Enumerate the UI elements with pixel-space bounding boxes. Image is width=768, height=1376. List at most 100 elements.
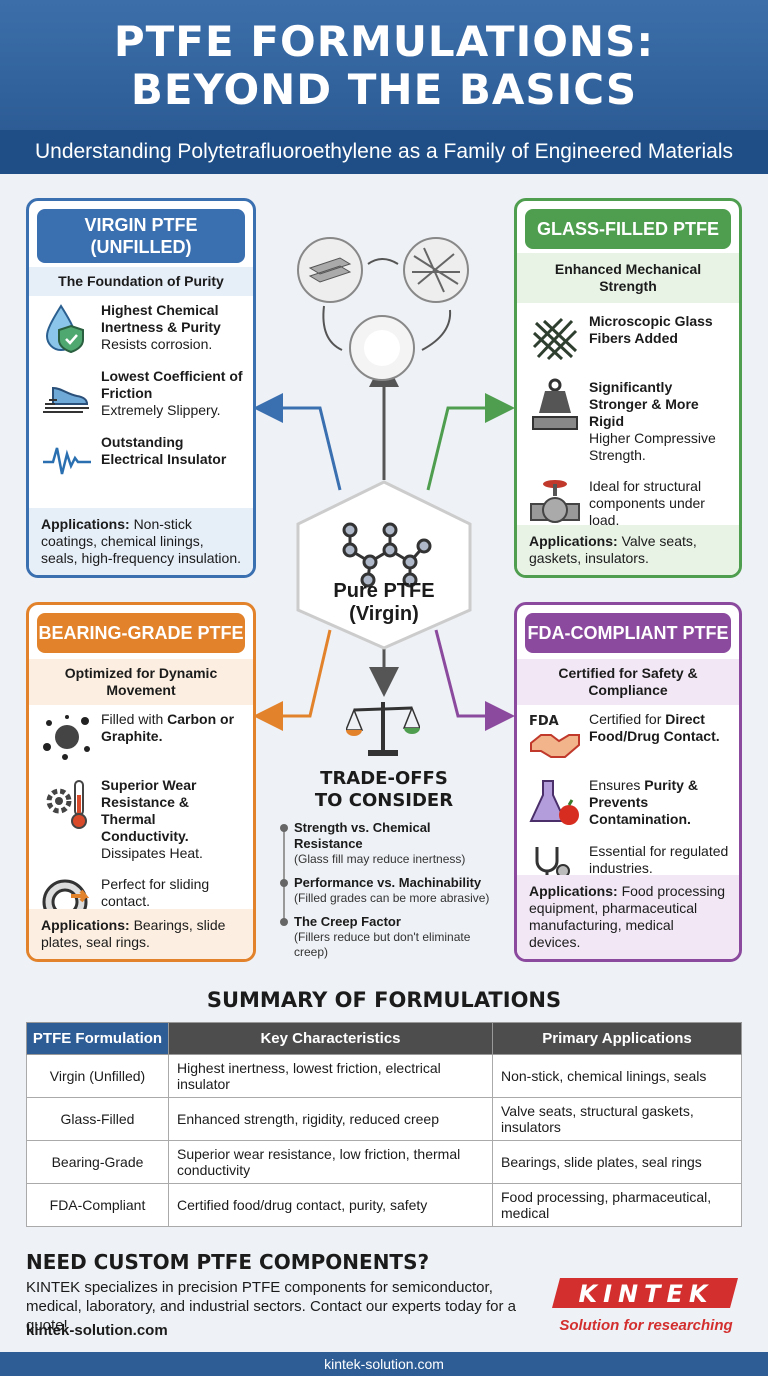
- glass-panel-title: GLASS-FILLED PTFE: [525, 209, 731, 249]
- bearing-item-filled: Filled with Carbon or Graphite.: [39, 711, 243, 763]
- balance-scale-icon: [346, 702, 420, 756]
- water-drop-shield-icon: [39, 302, 95, 354]
- applications-text: Bearings, slide plates, seal rings.: [41, 917, 226, 950]
- gear-thermometer-icon: [39, 777, 95, 829]
- fda-item-purity: Ensures Purity & Prevents Contamination.: [527, 777, 729, 829]
- table-cell: Certified food/drug contact, purity, saf…: [168, 1183, 493, 1227]
- fda-compliant-panel: FDA-COMPLIANT PTFE Certified for Safety …: [514, 602, 742, 962]
- item-bold: Outstanding Electrical Insulator: [101, 434, 227, 467]
- summary-table: PTFE Formulation Key Characteristics Pri…: [26, 1022, 742, 1227]
- column-header: Key Characteristics: [168, 1022, 493, 1055]
- bearing-panel-title: BEARING-GRADE PTFE: [37, 613, 245, 653]
- applications-text: Non-stick coatings, chemical linings, se…: [41, 516, 242, 566]
- tradeoff-note: (Fillers reduce but don't eliminate cree…: [294, 930, 471, 959]
- applications-label: Applications:: [41, 917, 130, 933]
- fda-item-contact: FDA Certified for Direct Food/Drug Conta…: [527, 711, 729, 763]
- virgin-item-insulator: Outstanding Electrical Insulator: [39, 434, 243, 486]
- applications-label: Applications:: [529, 533, 618, 549]
- glass-panel-subtitle: Enhanced Mechanical Strength: [517, 253, 739, 303]
- item-text: Dissipates Heat.: [101, 845, 203, 861]
- item-text: Higher Compressive Strength.: [589, 430, 716, 463]
- center-label-2: (Virgin): [349, 603, 419, 625]
- tradeoff-bold: Strength vs. Chemical Resistance: [294, 820, 431, 851]
- column-header: PTFE Formulation: [26, 1022, 169, 1055]
- table-cell: Virgin (Unfilled): [26, 1054, 169, 1098]
- bullet-dot: [280, 879, 288, 887]
- page-title: PTFE FORMULATIONS: BEYOND THE BASICS: [0, 0, 768, 114]
- applications-label: Applications:: [41, 516, 130, 532]
- item-prefix: Ensures: [589, 777, 641, 793]
- waveform-icon: [39, 434, 95, 486]
- table-header-row: PTFE Formulation Key Characteristics Pri…: [26, 1022, 742, 1055]
- table-cell: Glass-Filled: [26, 1097, 169, 1141]
- footer-link[interactable]: kintek-solution.com: [324, 1356, 444, 1372]
- virgin-ptfe-panel: VIRGIN PTFE (UNFILLED) The Foundation of…: [26, 198, 256, 578]
- tradeoff-bold: Performance vs. Machinability: [294, 875, 482, 890]
- item-bold: Significantly Stronger & More Rigid: [589, 379, 699, 429]
- tradeoffs-list: Strength vs. Chemical Resistance(Glass f…: [280, 820, 500, 968]
- virgin-panel-subtitle: The Foundation of Purity: [29, 267, 253, 296]
- valve-icon: [527, 478, 583, 530]
- tradeoffs-title-1: TRADE-OFFS: [320, 768, 448, 789]
- table-cell: Enhanced strength, rigidity, reduced cre…: [168, 1097, 493, 1141]
- table-cell: Superior wear resistance, low friction, …: [168, 1140, 493, 1184]
- glass-filled-panel: GLASS-FILLED PTFE Enhanced Mechanical St…: [514, 198, 742, 578]
- table-cell: Bearing-Grade: [26, 1140, 169, 1184]
- logo-tagline: Solution for researching: [559, 1317, 732, 1334]
- table-cell: FDA-Compliant: [26, 1183, 169, 1227]
- applications-text: Food processing equipment, pharmaceutica…: [529, 883, 726, 950]
- footer-bar: kintek-solution.com: [0, 1352, 768, 1376]
- pure-ptfe-hexagon: [296, 480, 472, 650]
- svg-text:FDA: FDA: [529, 714, 559, 729]
- bearing-grade-panel: BEARING-GRADE PTFE Optimized for Dynamic…: [26, 602, 256, 962]
- column-header: Primary Applications: [492, 1022, 742, 1055]
- glass-item-structural: Ideal for structural components under lo…: [527, 478, 729, 530]
- item-text: Perfect for sliding contact.: [101, 876, 210, 909]
- fda-panel-title: FDA-COMPLIANT PTFE: [525, 613, 731, 653]
- bullet-dot: [280, 824, 288, 832]
- flask-apple-icon: [527, 777, 583, 829]
- tradeoff-note: (Filled grades can be more abrasive): [294, 891, 490, 905]
- table-row: Glass-Filled Enhanced strength, rigidity…: [26, 1097, 742, 1141]
- shoe-slip-icon: [39, 368, 95, 420]
- pure-ptfe-label: Pure PTFE(Virgin): [294, 580, 474, 626]
- item-bold: Direct Food/Drug Contact.: [589, 711, 720, 744]
- tradeoff-item: Strength vs. Chemical Resistance(Glass f…: [280, 820, 500, 867]
- glass-fiber-icon: [527, 313, 583, 365]
- item-bold: Microscopic Glass Fibers Added: [589, 313, 713, 346]
- glass-applications: Applications: Valve seats, gaskets, insu…: [517, 525, 739, 575]
- tradeoff-item: The Creep Factor(Fillers reduce but don'…: [280, 914, 500, 960]
- item-text: Essential for regulated industries.: [589, 843, 729, 876]
- logo-text: KINTEK: [579, 1280, 714, 1308]
- subtitle-bar: Understanding Polytetrafluoroethylene as…: [0, 130, 768, 174]
- cta-heading: NEED CUSTOM PTFE COMPONENTS?: [26, 1250, 430, 1274]
- glass-item-fibers: Microscopic Glass Fibers Added: [527, 313, 729, 365]
- item-text: Resists corrosion.: [101, 336, 213, 352]
- tradeoff-note: (Glass fill may reduce inertness): [294, 852, 466, 866]
- item-prefix: Filled with: [101, 711, 164, 727]
- table-row: Virgin (Unfilled) Highest inertness, low…: [26, 1054, 742, 1098]
- fda-handshake-icon: FDA: [527, 711, 583, 763]
- cta-body: KINTEK specializes in precision PTFE com…: [26, 1279, 516, 1334]
- table-cell: Non-stick, chemical linings, seals: [492, 1054, 742, 1098]
- summary-title: SUMMARY OF FORMULATIONS: [206, 988, 562, 1012]
- item-text: Extremely Slippery.: [101, 402, 221, 418]
- cta-website-link[interactable]: kintek-solution.com: [26, 1322, 168, 1339]
- title-line-1: PTFE FORMULATIONS:: [113, 17, 655, 66]
- item-bold: Lowest Coefficient of Friction: [101, 368, 243, 401]
- applications-text: Valve seats, gaskets, insulators.: [529, 533, 697, 566]
- item-bold: Carbon or Graphite.: [101, 711, 235, 744]
- title-line-2: BEYOND THE BASICS: [130, 65, 638, 114]
- fda-applications: Applications: Food processing equipment,…: [517, 875, 739, 959]
- item-prefix: Certified for: [589, 711, 662, 727]
- table-cell: Highest inertness, lowest friction, elec…: [168, 1054, 493, 1098]
- tradeoff-bold: The Creep Factor: [294, 914, 401, 929]
- carbon-particles-icon: [39, 711, 95, 763]
- bearing-panel-subtitle: Optimized for Dynamic Movement: [29, 659, 253, 705]
- virgin-applications: Applications: Non-stick coatings, chemic…: [29, 508, 253, 575]
- fda-panel-subtitle: Certified for Safety & Compliance: [517, 659, 739, 705]
